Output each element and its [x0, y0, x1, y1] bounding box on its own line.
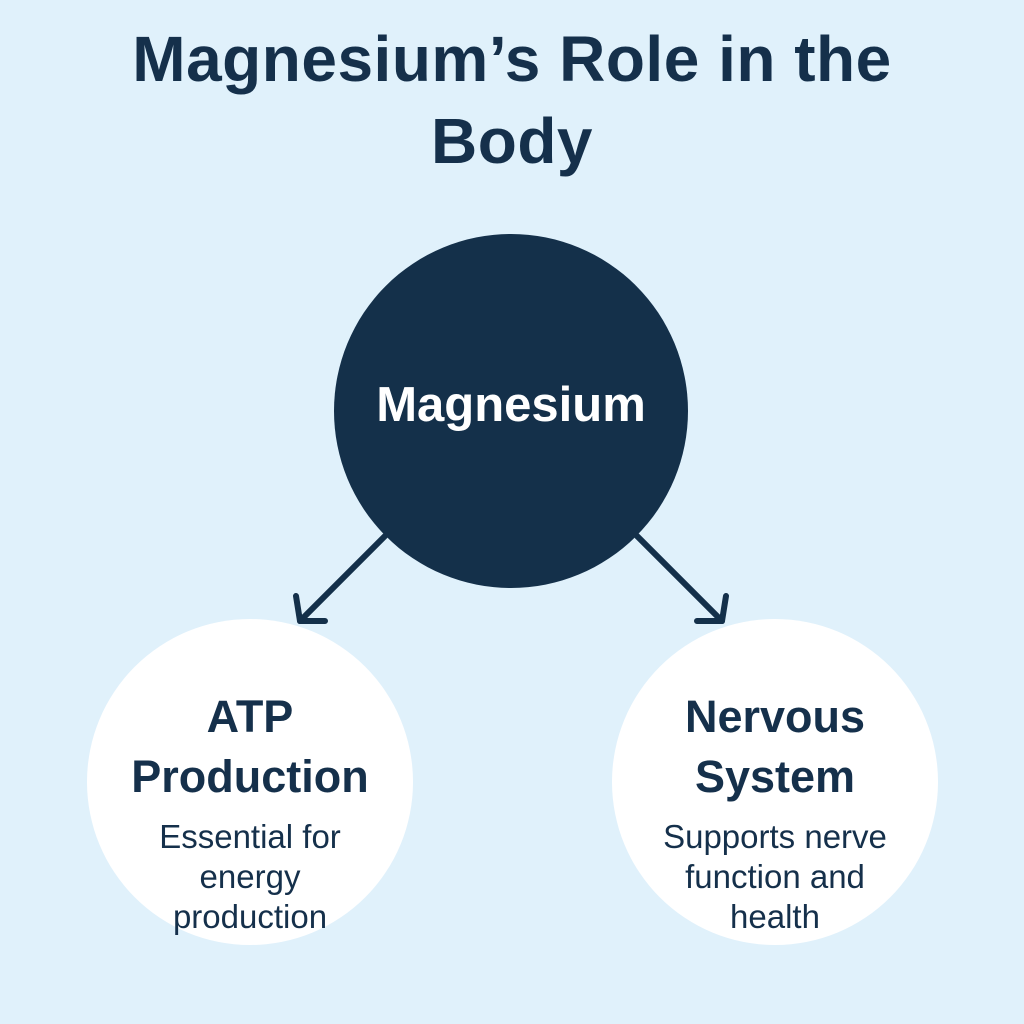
node-description: Supports nerve function and health [663, 818, 887, 935]
arrow-to-nervous-system [634, 533, 729, 624]
arrow-shaft-right [634, 533, 725, 624]
arrow-shaft-left [297, 533, 388, 624]
node-atp-production: ATP Production Essential for energy prod… [87, 619, 413, 945]
node-title: ATP Production [131, 691, 369, 802]
node-title: Nervous System [684, 691, 866, 802]
center-node-label: Magnesium [376, 378, 646, 432]
node-description: Essential for energy production [159, 818, 341, 935]
page-title: Magnesium’s Role in the Body [132, 23, 892, 177]
arrow-to-atp-production [293, 533, 388, 624]
arrow-head-left [293, 593, 328, 624]
arrow-head-right [694, 593, 729, 624]
center-node-magnesium: Magnesium [334, 234, 688, 588]
node-nervous-system: Nervous System Supports nerve function a… [612, 619, 938, 945]
